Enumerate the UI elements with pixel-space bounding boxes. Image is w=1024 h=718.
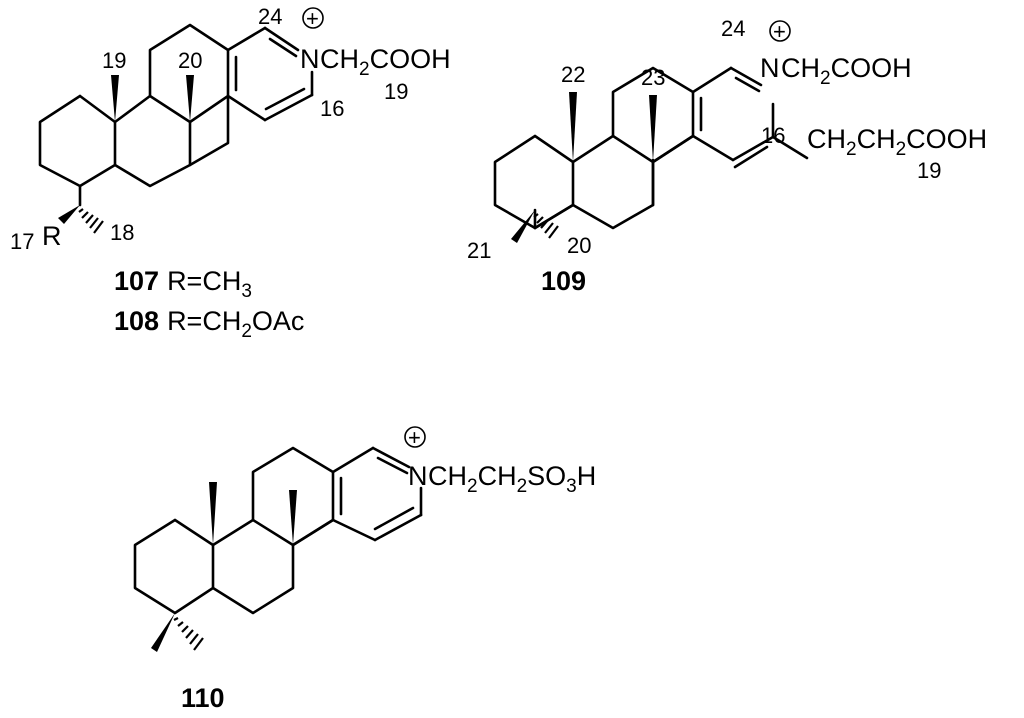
positive-charge: + [408, 425, 421, 450]
methyl-wedge [186, 75, 194, 122]
skeleton-bonds [133, 446, 423, 615]
locant-19-chain: 19 [384, 79, 408, 104]
methyl-wedge [209, 482, 217, 545]
methyl-wedge [151, 613, 175, 652]
r-wedge [58, 205, 80, 224]
locant-19: 19 [102, 48, 126, 73]
locant-16: 16 [320, 96, 344, 121]
locant-18: 18 [110, 220, 134, 245]
compound-110-label: 110 [181, 683, 225, 713]
compound-109: N + CH2COOH CH2CH2COOH 22 23 24 16 19 21… [467, 16, 987, 296]
nitrogen-atom: N [760, 53, 780, 83]
methyl-wedge [289, 490, 297, 545]
locant-17: 17 [10, 229, 34, 254]
methyl-wedge [649, 95, 657, 162]
hashed-bond [533, 213, 559, 239]
charge-circle [769, 20, 791, 42]
n-sub-part-a: CH [320, 44, 359, 74]
n-sub-part-b: COOH [370, 44, 451, 74]
n-substituent: CH2COOH [781, 53, 912, 89]
charge-circle [302, 7, 324, 29]
methyl-wedge [111, 75, 119, 122]
c16-substituent: CH2CH2COOH [807, 124, 987, 160]
skeleton-bonds [38, 23, 314, 207]
n-sub-subscript: 2 [359, 59, 370, 80]
n-substituent: CH2CH2SO3H [428, 461, 596, 497]
nitrogen-atom: N [300, 44, 320, 74]
compound-110: N + CH2CH2SO3H 110 [133, 425, 596, 713]
locant-16: 16 [761, 123, 785, 148]
locant-24: 24 [721, 16, 745, 41]
hashed-bond [78, 208, 104, 234]
positive-charge: + [306, 6, 319, 31]
methyl-wedge [511, 210, 535, 243]
methyl-wedge [569, 92, 577, 162]
locant-22: 22 [561, 62, 585, 87]
r-atom: R [42, 221, 62, 251]
charge-circle [404, 426, 426, 448]
locant-24: 24 [258, 4, 282, 29]
skeleton-bonds [493, 66, 809, 230]
hashed-bond [173, 617, 204, 651]
locant-19: 19 [917, 158, 941, 183]
locant-21: 21 [467, 238, 491, 263]
nitrogen-atom: N [408, 461, 428, 491]
compound-109-label: 109 [541, 266, 586, 296]
locant-20: 20 [178, 48, 202, 73]
positive-charge: + [773, 19, 786, 44]
locant-20: 20 [567, 233, 591, 258]
n-substituent: CH2COOH [320, 44, 451, 80]
locant-23: 23 [641, 65, 665, 90]
